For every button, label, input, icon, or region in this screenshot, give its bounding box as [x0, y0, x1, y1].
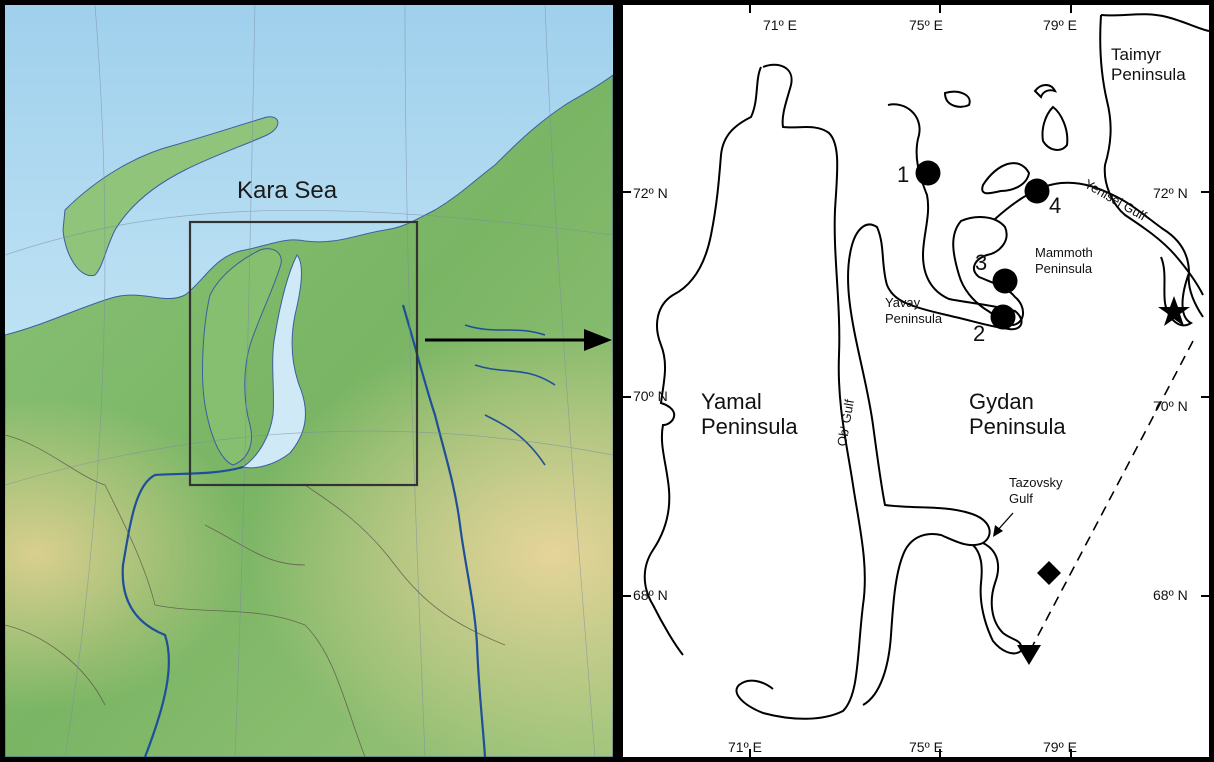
- site-label-4: 4: [1049, 193, 1062, 218]
- transect-dashed-line: [1032, 340, 1194, 646]
- lon-tick-bottom-2: 75º E: [909, 739, 943, 755]
- lat-tick-right-2: 70º N: [1153, 398, 1188, 414]
- yamal-coastline: [643, 63, 866, 720]
- ural-highlands: [5, 305, 613, 757]
- gulf-of-ob: [241, 254, 306, 469]
- lon-tick-bottom-1: 71º E: [728, 739, 762, 755]
- gydan-coastline: [847, 103, 1023, 706]
- mammoth-peninsula-coastline: [952, 216, 1024, 327]
- graticule: [5, 5, 613, 757]
- triangle-marker: [1017, 645, 1041, 665]
- administrative-borders: [5, 434, 506, 757]
- lon-tick-top-1: 71º E: [763, 17, 797, 33]
- inner-island-a: [981, 162, 1031, 195]
- star-marker: [1158, 296, 1190, 326]
- taimyr-coastline: [1099, 13, 1209, 296]
- novaya-zemlya-island: [62, 116, 279, 277]
- lon-tick-bottom-3: 79º E: [1043, 739, 1077, 755]
- pointer-arrow: [425, 329, 612, 351]
- site-marker-3: [992, 268, 1018, 294]
- lat-tick-right-1: 72º N: [1153, 185, 1188, 201]
- site-marker-2: [990, 304, 1016, 330]
- lat-tick-left-3: 68º N: [633, 587, 668, 603]
- lon-tick-top-3: 79º E: [1043, 17, 1077, 33]
- lat-tick-right-3: 68º N: [1153, 587, 1188, 603]
- inner-island-c: [1041, 105, 1069, 151]
- tazovsky-pointer: [993, 512, 1014, 537]
- map-frame-ticks: [623, 5, 1209, 757]
- lat-tick-left-1: 72º N: [633, 185, 668, 201]
- kara-sea-label: Kara Sea: [237, 177, 338, 204]
- inner-island-d: [1033, 84, 1057, 99]
- eastern-rivers: [464, 324, 556, 466]
- site-label-1: 1: [897, 162, 910, 187]
- inner-island-b: [943, 90, 971, 108]
- lon-tick-top-2: 75º E: [909, 17, 943, 33]
- lat-tick-left-2: 70º N: [633, 388, 668, 404]
- diamond-marker: [1037, 561, 1061, 585]
- yamal-gydan-land: [202, 248, 282, 466]
- tazovsky-gulf-coastline: [972, 542, 1023, 655]
- site-marker-1: [915, 160, 941, 186]
- schematic-map-canvas: [623, 5, 1209, 757]
- yenisei-river: [401, 304, 487, 757]
- schematic-map: 71º E 75º E 79º E 71º E 75º E 79º E 72º …: [618, 0, 1214, 762]
- site-marker-4: [1024, 178, 1050, 204]
- ob-river: [121, 465, 244, 757]
- site-label-2: 2: [973, 321, 986, 346]
- study-area-inset-box: [188, 220, 419, 487]
- yenisei-gulf-coastline: [994, 181, 1204, 327]
- overview-relief-map: Kara Sea: [0, 0, 618, 762]
- site-label-3: 3: [975, 250, 988, 275]
- relief-map-canvas: [5, 5, 613, 757]
